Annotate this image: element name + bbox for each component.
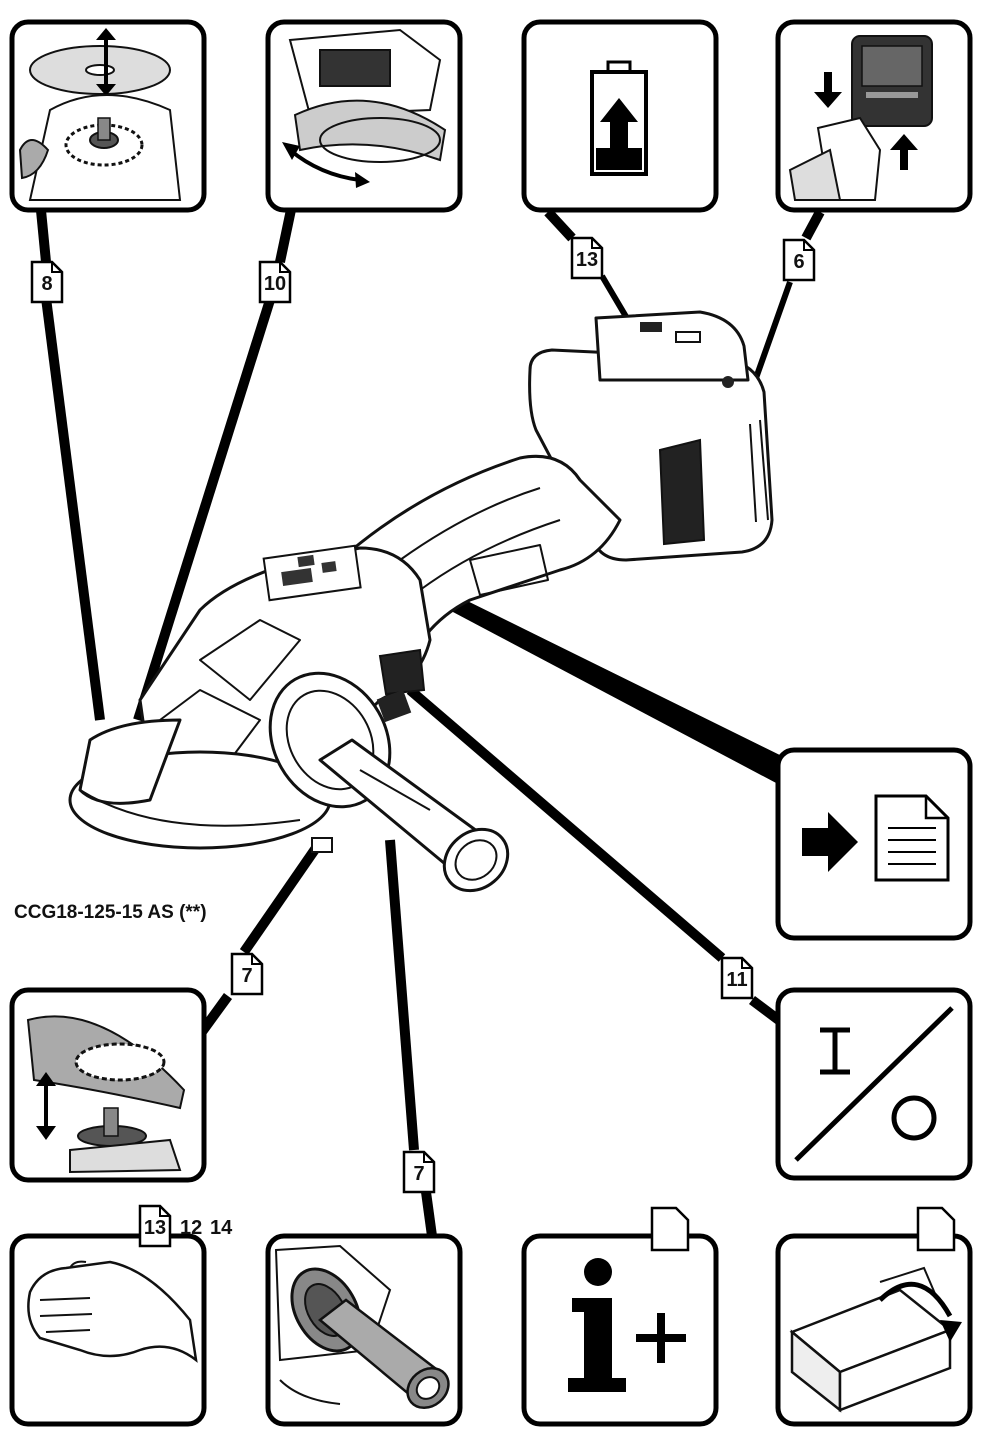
battery-insert-icon bbox=[788, 35, 933, 201]
callout-7a: 7 bbox=[230, 952, 264, 996]
callout-11-label: 11 bbox=[726, 969, 747, 991]
safety-ref-14: 14 bbox=[210, 1217, 233, 1239]
box-open-icon bbox=[789, 1266, 962, 1413]
leader-lines bbox=[35, 199, 825, 1237]
battery-fuel-gauge bbox=[640, 322, 662, 332]
callout-13-label: 13 bbox=[576, 249, 598, 271]
mount-disc-panel bbox=[9, 19, 207, 213]
leader-7b-bottom bbox=[421, 1191, 437, 1237]
read-manual-panel bbox=[775, 747, 973, 941]
speed-control-panel bbox=[262, 544, 362, 602]
callout-6-label: 6 bbox=[793, 251, 804, 273]
leader-6-top bbox=[801, 209, 825, 241]
side-handle-panel bbox=[265, 1233, 463, 1427]
callout-10-label: 10 bbox=[264, 273, 286, 295]
angle-grinder bbox=[68, 310, 774, 893]
document-icon bbox=[916, 1206, 956, 1252]
callout-8-label: 8 bbox=[41, 273, 52, 295]
leader-8-bottom bbox=[41, 297, 105, 721]
on-off-switch bbox=[378, 648, 426, 696]
callout-13: 13 bbox=[570, 236, 604, 280]
callout-7b-label: 7 bbox=[413, 1163, 424, 1185]
battery-charge-panel bbox=[521, 19, 719, 213]
model-label: CCG18-125-15 AS (**) bbox=[14, 902, 207, 923]
read-manual-icon bbox=[802, 794, 950, 882]
hand-icon bbox=[27, 1260, 198, 1363]
battery-insert-panel bbox=[775, 19, 973, 213]
leader-11-top bbox=[406, 686, 726, 962]
leader-13-bottom bbox=[599, 274, 631, 322]
leader-10-bottom bbox=[133, 298, 275, 722]
info-plus-panel bbox=[521, 1206, 719, 1427]
safety-ref-13: 13 bbox=[144, 1217, 166, 1239]
leader-10-top bbox=[275, 203, 297, 264]
battery-top bbox=[594, 310, 750, 382]
packaging-panel bbox=[775, 1206, 973, 1427]
side-handle-icon bbox=[274, 1244, 450, 1410]
on-off-panel bbox=[775, 987, 973, 1181]
callout-10: 10 bbox=[258, 260, 292, 304]
leader-7b-top bbox=[385, 839, 419, 1151]
safety-reference: 13 12 14 bbox=[138, 1204, 233, 1248]
safety-ref-12: 12 bbox=[180, 1217, 202, 1239]
battery-release-button bbox=[658, 438, 706, 546]
document-icon bbox=[650, 1206, 690, 1252]
guard-rotate-icon bbox=[282, 28, 447, 188]
hand-vibration-panel bbox=[9, 1233, 207, 1427]
callout-7b: 7 bbox=[402, 1150, 436, 1194]
guard-adjust-panel bbox=[9, 987, 207, 1183]
callout-7a-label: 7 bbox=[241, 965, 252, 987]
info-plus-icon bbox=[568, 1258, 686, 1392]
leader-7a-top bbox=[239, 842, 323, 955]
guard-adjust-icon bbox=[26, 1015, 186, 1174]
protective-guard bbox=[78, 718, 182, 805]
rotate-guard-panel bbox=[265, 19, 463, 213]
leader-13-top bbox=[544, 208, 576, 242]
battery-charge-icon bbox=[590, 60, 648, 176]
callout-11: 11 bbox=[720, 956, 754, 1000]
callout-6: 6 bbox=[782, 238, 816, 282]
callout-8: 8 bbox=[30, 260, 64, 304]
leader-manual bbox=[366, 556, 790, 784]
on-off-icon bbox=[794, 1006, 954, 1162]
disc-mount-icon bbox=[18, 28, 182, 201]
